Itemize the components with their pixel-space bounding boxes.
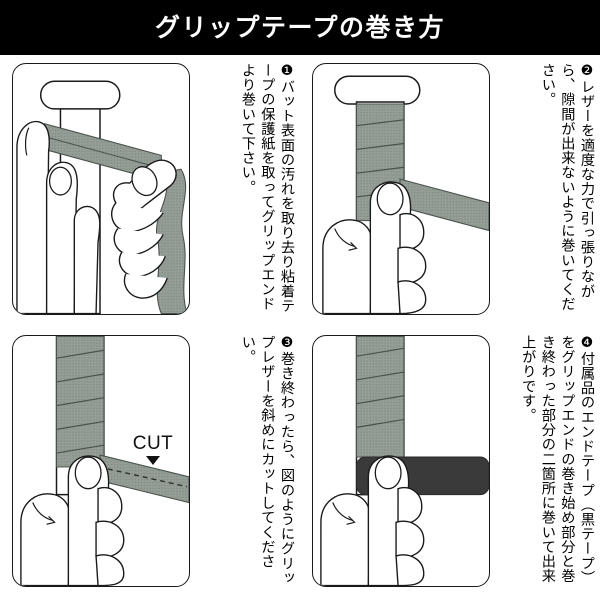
illustration-step-4 [320, 336, 489, 586]
panel-step-2 [312, 63, 490, 315]
step-caption-3: ❸巻き終わったら、図のようにグリップレザーを斜めにカットしてください。 [239, 335, 295, 585]
steps-grid: ❶バット表面の汚れを取り去り粘着テープの保護紙を取ってグリップエンドより巻いて下… [0, 55, 600, 600]
step-caption-1: ❶バット表面の汚れを取り去り粘着テープの保護紙を取ってグリップエンドより巻いて下… [239, 63, 295, 313]
step-caption-4: ❹付属品のエンドテープ（黒テープ）をグリップエンドの巻き始め部分と巻き終わった部… [520, 335, 595, 585]
illustration-step-3 [20, 336, 189, 586]
title-banner: グリップテープの巻き方 [0, 0, 600, 55]
page-title: グリップテープの巻き方 [154, 13, 445, 42]
illustration-step-2 [322, 75, 489, 314]
step-block-4: ❹付属品のエンドテープ（黒テープ）をグリップエンドの巻き始め部分と巻き終わった部… [300, 327, 600, 599]
step-block-1: ❶バット表面の汚れを取り去り粘着テープの保護紙を取ってグリップエンドより巻いて下… [0, 55, 300, 327]
panel-step-3: CUT [12, 335, 190, 587]
step-block-3: CUT ❸巻き終わったら、図のようにグリップレザーを斜めにカットしてください。 [0, 327, 300, 599]
panel-step-4 [312, 335, 490, 587]
illustration-step-1 [16, 80, 188, 314]
panel-step-1 [12, 63, 190, 315]
step-block-2: ❷レザーを適度な力で引っ張りながら、隙間が出来ないように巻いてください。 [300, 55, 600, 327]
step-caption-2: ❷レザーを適度な力で引っ張りながら、隙間が出来ないように巻いてください。 [539, 63, 595, 312]
